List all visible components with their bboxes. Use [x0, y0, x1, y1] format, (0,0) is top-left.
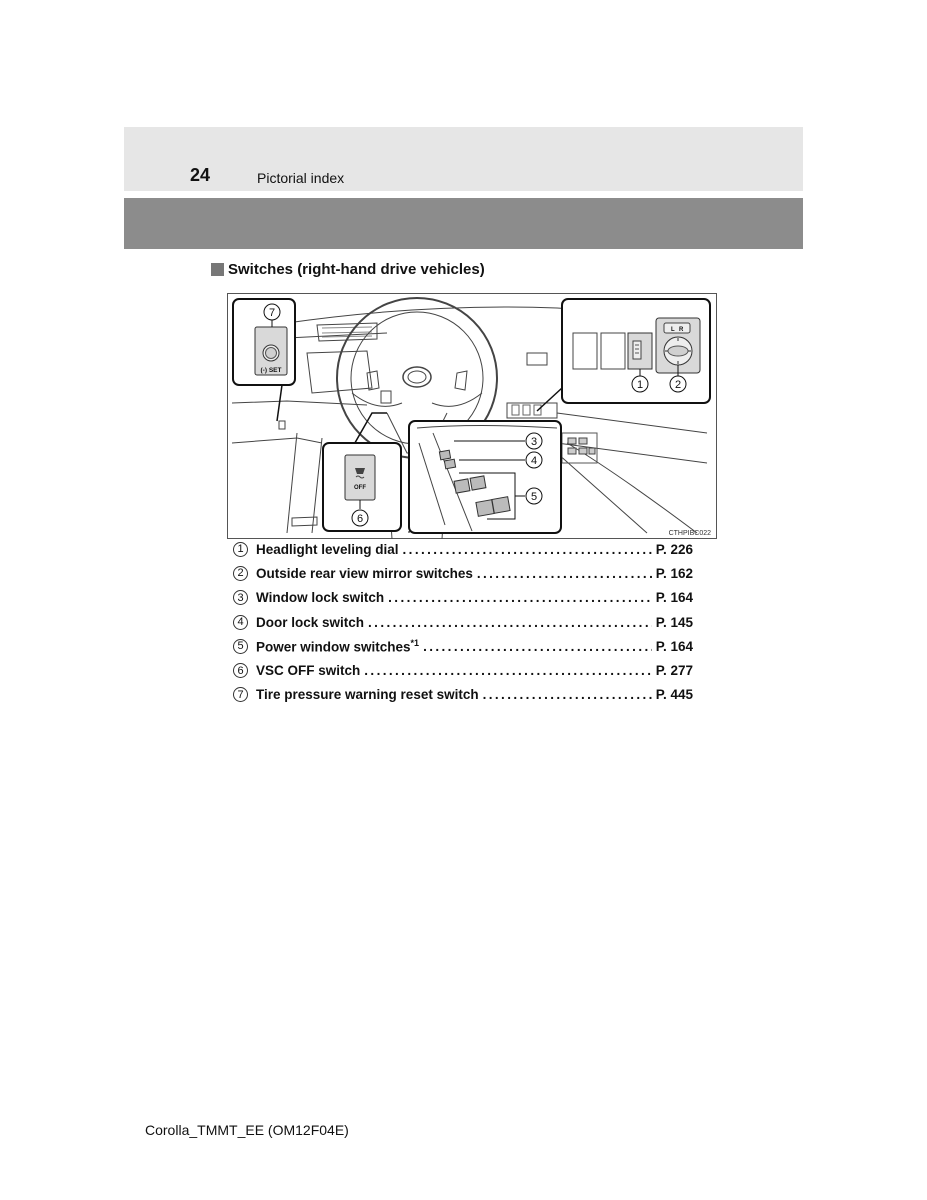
item-number: 5: [233, 639, 248, 654]
dot-leader: ........................................…: [403, 542, 652, 557]
list-item: 3 Window lock switch ...................…: [233, 586, 693, 610]
dot-leader: ........................................…: [483, 687, 652, 702]
item-label: Window lock switch: [256, 590, 384, 605]
section-heading-text: Switches (right-hand drive vehicles): [228, 261, 485, 278]
dot-leader: ........................................…: [423, 639, 652, 654]
page-reference[interactable]: P. 277: [656, 663, 693, 678]
page-reference[interactable]: P. 226: [656, 542, 693, 557]
list-item: 5 Power window switches*1 ..............…: [233, 634, 693, 658]
page-reference[interactable]: P. 164: [656, 639, 693, 654]
svg-text:4: 4: [531, 455, 537, 467]
figure-code: CTHPIBC022: [669, 530, 711, 537]
page-reference[interactable]: P. 162: [656, 566, 693, 581]
dot-leader: ........................................…: [364, 663, 651, 678]
tpws-set-label: SET: [269, 367, 282, 374]
item-number: 4: [233, 615, 248, 630]
callout-4: 4: [526, 452, 542, 468]
page-number: 24: [190, 165, 210, 186]
callout-1: 1: [632, 376, 648, 392]
item-number: 7: [233, 687, 248, 702]
document-footer: Corolla_TMMT_EE (OM12F04E): [145, 1122, 349, 1138]
page-reference[interactable]: P. 445: [656, 687, 693, 702]
callout-3: 3: [526, 433, 542, 449]
page-reference[interactable]: P. 145: [656, 615, 693, 630]
item-label: Tire pressure warning reset switch: [256, 687, 479, 702]
item-label: Power window switches*1: [256, 638, 419, 655]
footnote-marker: *1: [411, 638, 420, 648]
svg-text:6: 6: [357, 513, 363, 525]
svg-text:1: 1: [637, 379, 643, 391]
mirror-left-label: L: [671, 327, 675, 333]
header-bar: [124, 198, 803, 249]
item-label: Outside rear view mirror switches: [256, 566, 473, 581]
page-reference[interactable]: P. 164: [656, 590, 693, 605]
svg-text:5: 5: [531, 491, 537, 503]
vsc-off-label: OFF: [354, 485, 366, 491]
dot-leader: ........................................…: [477, 566, 652, 581]
svg-text:2: 2: [675, 379, 681, 391]
item-number: 6: [233, 663, 248, 678]
item-number: 3: [233, 590, 248, 605]
callout-2: 2: [670, 376, 686, 392]
item-number: 2: [233, 566, 248, 581]
square-bullet-icon: [211, 263, 224, 276]
section-name: Pictorial index: [257, 170, 344, 186]
callout-5: 5: [526, 488, 542, 504]
list-item: 4 Door lock switch .....................…: [233, 610, 693, 634]
dot-leader: ........................................…: [368, 615, 652, 630]
mirror-right-label: R: [679, 327, 684, 333]
item-label: Headlight leveling dial: [256, 542, 399, 557]
list-item: 6 VSC OFF switch .......................…: [233, 658, 693, 682]
page-header: 24 Pictorial index: [124, 127, 803, 191]
switch-index-list: 1 Headlight leveling dial ..............…: [233, 537, 693, 707]
list-item: 2 Outside rear view mirror switches ....…: [233, 561, 693, 585]
switches-illustration: (-) SET OFF L R: [227, 293, 717, 539]
item-label: VSC OFF switch: [256, 663, 360, 678]
section-heading: Switches (right-hand drive vehicles): [211, 261, 485, 278]
item-number: 1: [233, 542, 248, 557]
svg-text:7: 7: [269, 307, 275, 319]
item-label: Door lock switch: [256, 615, 364, 630]
list-item: 1 Headlight leveling dial ..............…: [233, 537, 693, 561]
dot-leader: ........................................…: [388, 590, 652, 605]
svg-text:3: 3: [531, 436, 537, 448]
cockpit-drawing: (-) SET OFF L R: [227, 293, 717, 539]
svg-text:(-) SET: (-) SET: [261, 367, 282, 374]
list-item: 7 Tire pressure warning reset switch ...…: [233, 683, 693, 707]
